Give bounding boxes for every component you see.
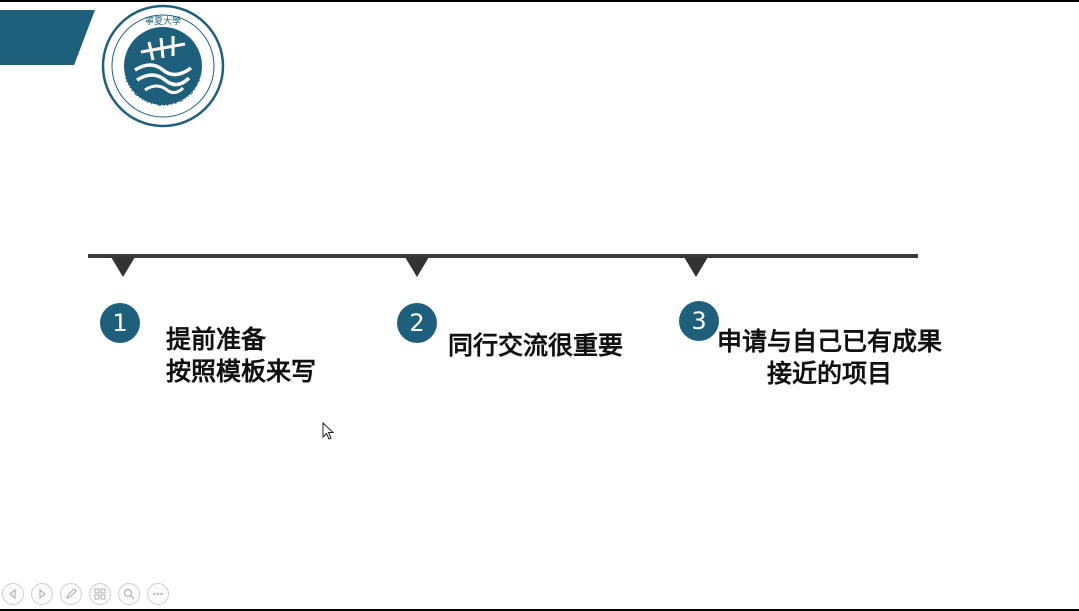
step-number-1: 1	[100, 303, 140, 343]
more-icon	[153, 592, 163, 596]
step-3-line-2: 接近的项目	[767, 359, 893, 388]
step-2-line-1: 同行交流很重要	[448, 331, 624, 360]
timeline-marker-1	[111, 257, 135, 277]
ningxia-university-logo: 寧夏大學 NINGXIA UNIVERSITY	[101, 4, 225, 128]
zoom-button[interactable]	[118, 583, 140, 605]
previous-slide-button[interactable]	[2, 583, 24, 605]
step-number-3: 3	[679, 301, 719, 341]
step-3-line-1: 申请与自己已有成果	[717, 327, 943, 356]
step-text-2: 同行交流很重要	[448, 330, 623, 362]
zoom-icon	[123, 588, 135, 600]
step-text-3: 申请与自己已有成果 接近的项目	[717, 326, 942, 390]
timeline-bar	[88, 254, 918, 258]
header-banner	[0, 10, 95, 65]
pen-icon	[66, 588, 77, 599]
next-icon	[39, 588, 46, 600]
previous-icon	[9, 588, 16, 600]
step-1-line-2: 按照模板来写	[166, 357, 317, 386]
timeline-marker-3	[684, 257, 708, 277]
slides-icon	[94, 588, 106, 600]
step-number-2: 2	[397, 303, 437, 343]
see-all-slides-button[interactable]	[89, 583, 111, 605]
step-text-1: 提前准备 按照模板来写	[166, 324, 316, 388]
mouse-cursor-icon	[322, 422, 334, 440]
pen-tool-button[interactable]	[60, 583, 82, 605]
logo-seal-char: 寧夏大學	[145, 15, 181, 27]
slideshow-controls	[2, 583, 169, 607]
step-1-line-1: 提前准备	[166, 325, 267, 354]
more-options-button[interactable]	[147, 583, 169, 605]
timeline-marker-2	[405, 257, 429, 277]
next-slide-button[interactable]	[31, 583, 53, 605]
